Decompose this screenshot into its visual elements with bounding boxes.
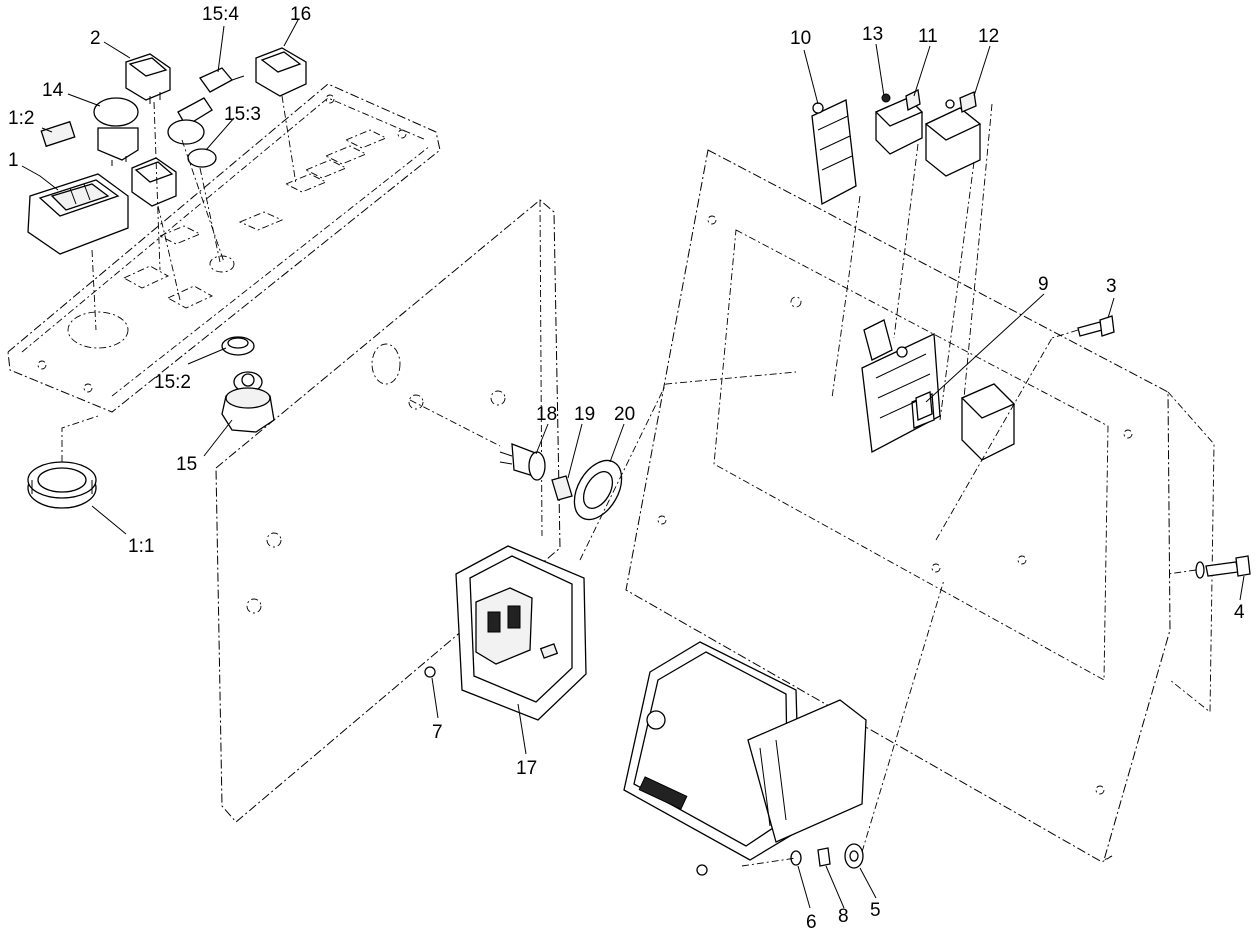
relay-installed xyxy=(960,383,1016,461)
callout-13: 13 xyxy=(862,24,883,45)
callout-10: 10 xyxy=(790,28,811,49)
callout-leaders xyxy=(21,19,1245,909)
callout-1-1: 1:1 xyxy=(128,536,154,557)
rocker-switch-16 xyxy=(255,47,307,97)
switch-module-1 xyxy=(27,173,129,255)
callout-14: 14 xyxy=(42,80,64,101)
callout-labels: 1 1:2 14 2 15:4 16 15:3 15:2 15 1:1 18 1… xyxy=(8,4,1245,933)
callout-3: 3 xyxy=(1106,276,1117,297)
callout-20: 20 xyxy=(614,404,635,425)
alignment-lines-panel xyxy=(91,95,297,331)
callout-1: 1 xyxy=(8,150,19,171)
callout-17: 17 xyxy=(516,758,537,779)
callout-5: 5 xyxy=(870,900,881,921)
side-panel xyxy=(215,199,561,823)
controller-module xyxy=(623,641,867,876)
bolt-3 xyxy=(1051,315,1115,339)
callout-8: 8 xyxy=(838,906,849,927)
callout-11: 11 xyxy=(918,26,938,47)
callout-9: 9 xyxy=(1038,274,1049,295)
callout-18: 18 xyxy=(536,404,557,425)
key-switch-15-4 xyxy=(167,67,245,145)
connector-18 xyxy=(499,443,546,481)
push-button-14 xyxy=(93,97,139,166)
ring-nut-1-1 xyxy=(27,461,97,509)
control-panel-plate xyxy=(7,83,441,413)
callout-15-4: 15:4 xyxy=(202,4,239,25)
washer-6 xyxy=(790,850,802,866)
alignment-lines-center xyxy=(579,337,1053,561)
rocker-switch-lower xyxy=(131,157,177,207)
callout-1-2: 1:2 xyxy=(8,108,34,129)
alignment-lines-lower xyxy=(741,579,945,867)
bolt-4 xyxy=(1167,555,1251,579)
callout-6: 6 xyxy=(806,912,817,933)
fuse-block-10 xyxy=(811,99,857,206)
relay-11 xyxy=(874,89,924,155)
bracket-9 xyxy=(915,391,933,421)
fuse-block-installed xyxy=(861,319,941,454)
callout-16: 16 xyxy=(290,4,311,25)
callout-15-3: 15:3 xyxy=(224,104,261,125)
decal-1-2 xyxy=(40,120,76,148)
alignment-lines-relays xyxy=(831,103,993,421)
callout-19: 19 xyxy=(574,404,595,425)
callout-12: 12 xyxy=(978,26,999,47)
relay-12 xyxy=(924,91,982,177)
ring-15-3 xyxy=(187,148,217,168)
alignment-line-ringnut xyxy=(61,415,99,462)
callout-2: 2 xyxy=(90,28,101,49)
plug-19 xyxy=(551,475,573,501)
washer-5 xyxy=(844,843,864,869)
rocker-switch-2 xyxy=(125,53,171,104)
callout-7: 7 xyxy=(432,722,443,743)
gasket-20 xyxy=(573,459,623,521)
ignition-switch-15 xyxy=(221,371,275,433)
spacer-8 xyxy=(817,847,831,867)
callout-4: 4 xyxy=(1234,602,1245,623)
callout-15-2: 15:2 xyxy=(154,372,191,393)
nut-15-2 xyxy=(221,336,255,356)
callout-15: 15 xyxy=(176,454,197,475)
ecu-17 xyxy=(424,545,587,721)
mount-frame xyxy=(625,149,1215,863)
